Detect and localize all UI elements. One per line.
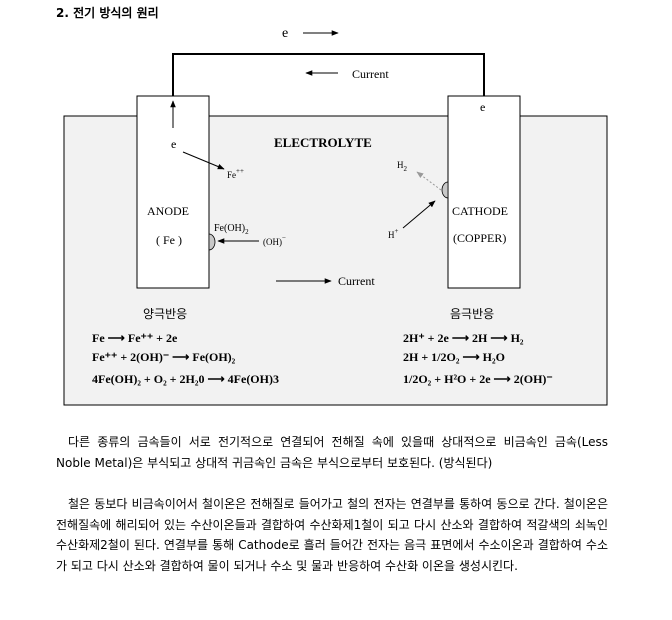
electrolyte-label: ELECTROLYTE — [274, 135, 372, 150]
electron-label-cathode: e — [480, 100, 485, 114]
cathode-reaction-line: 2H + 1/2O₂ ⟶ H₂O — [403, 350, 505, 364]
cathode-hydrogen-bubble — [441, 181, 449, 199]
h2-label: H2 — [397, 160, 408, 173]
section-title: 2. 전기 방식의 원리 — [56, 6, 159, 20]
anode-rust-bubble — [208, 233, 216, 251]
cathode-reaction-line: 2H⁺ + 2e ⟶ 2H ⟶ H₂ — [403, 331, 524, 345]
current-label-bottom: Current — [338, 274, 375, 288]
paragraph-iron-copper: 철은 동보다 비금속이어서 철이온은 전해질로 들어가고 철의 전자는 연결부를… — [56, 497, 608, 573]
cathode-reaction-line: 1/2O₂ + H²O + 2e ⟶ 2(OH)⁻ — [403, 372, 553, 386]
h-plus-arrow — [402, 200, 436, 229]
cathode-material-label: (COPPER) — [453, 231, 506, 245]
external-wire — [172, 53, 485, 96]
electron-label-anode: e — [171, 137, 176, 151]
anode-label: ANODE — [147, 204, 189, 218]
electron-label-top: e — [282, 26, 288, 41]
paragraph-principle: 다른 종류의 금속들이 서로 전기적으로 연결되어 전해질 속에 있을때 상대적… — [56, 435, 608, 470]
anode-reaction-line: 4Fe(OH)₂ + O₂ + 2H₂0 ⟶ 4Fe(OH)3 — [92, 372, 279, 386]
h-plus-label: H+ — [388, 227, 399, 240]
hydroxide-label: (OH)− — [263, 234, 286, 247]
feoh2-label: Fe(OH)2 — [214, 223, 249, 236]
corrosion-cell-diagram: e Current e e ELECTROLYTE Fe++ H2 ANODE … — [63, 26, 608, 406]
cathode-label: CATHODE — [452, 204, 508, 218]
cathode-electrode — [447, 95, 521, 289]
anode-reaction-line: Fe ⟶ Fe⁺⁺ + 2e — [92, 331, 178, 345]
fe-ion-label: Fe++ — [227, 167, 244, 180]
cathode-reaction-title: 음극반응 — [450, 307, 494, 321]
anode-material-label: ( Fe ) — [156, 233, 182, 247]
h2-escape-arrow — [416, 171, 442, 191]
fe-ion-arrow — [182, 151, 225, 170]
anode-reaction-title: 양극반응 — [143, 307, 187, 321]
anode-reaction-line: Fe⁺⁺ + 2(OH)⁻ ⟶ Fe(OH)₂ — [92, 350, 236, 364]
current-label-top: Current — [352, 67, 389, 81]
